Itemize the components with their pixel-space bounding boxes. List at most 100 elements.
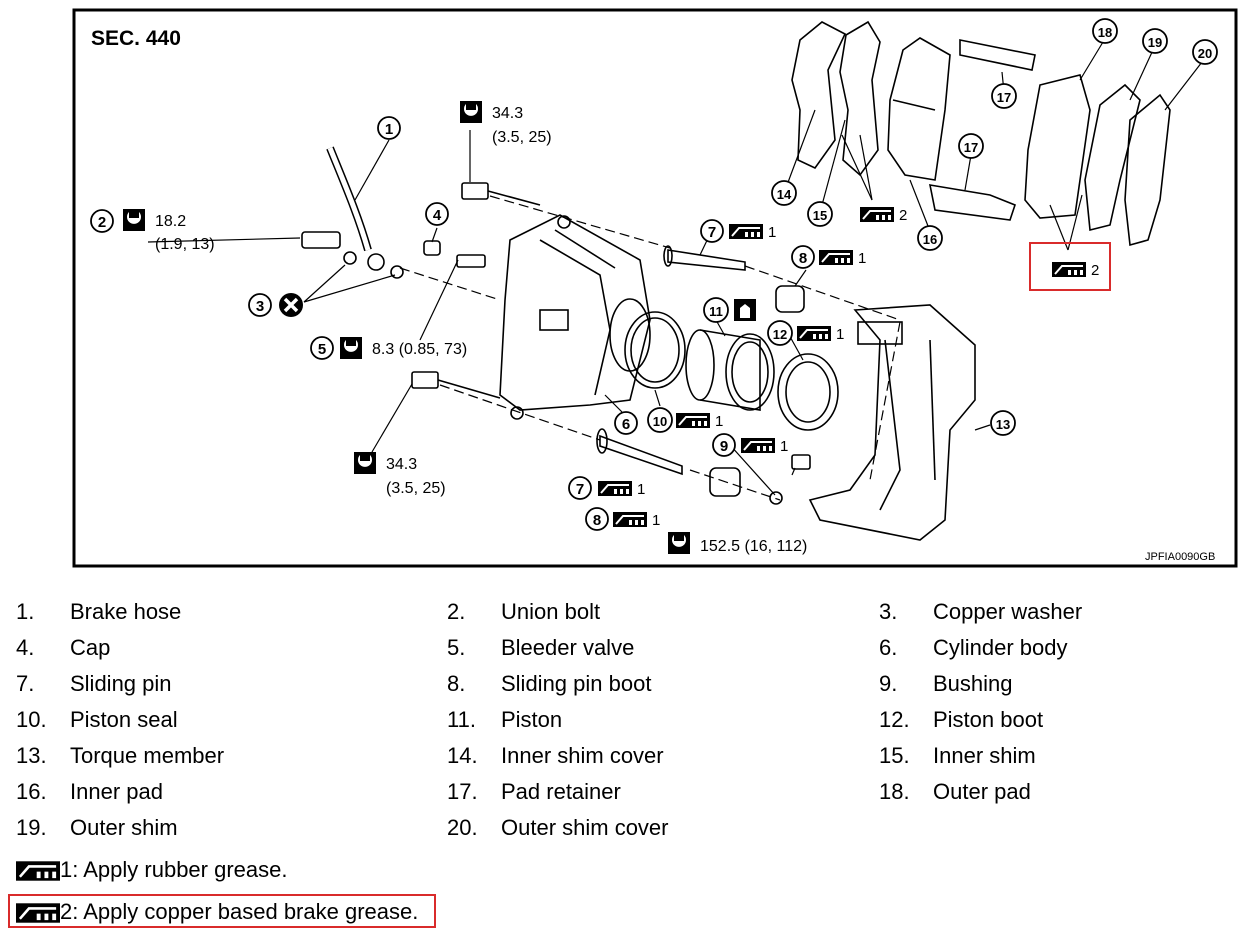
torque-spec-union-bolt: 18.2 (1.9, 13) bbox=[123, 209, 215, 253]
svg-text:8: 8 bbox=[593, 512, 601, 529]
callout-15: 15 bbox=[807, 201, 833, 227]
callout-14: 14 bbox=[771, 180, 797, 206]
callout-20: 20 bbox=[1192, 39, 1218, 65]
svg-text:34.3: 34.3 bbox=[386, 456, 417, 473]
callout-9: 9 bbox=[712, 433, 736, 457]
svg-text:16: 16 bbox=[923, 232, 937, 247]
svg-text:13: 13 bbox=[996, 417, 1010, 432]
torque-spec-lower: 34.3 (3.5, 25) bbox=[354, 452, 446, 497]
svg-text:20: 20 bbox=[1198, 46, 1212, 61]
svg-text:1: 1 bbox=[637, 481, 645, 498]
callout-2: 2 bbox=[90, 209, 114, 233]
callout-17-top: 17 bbox=[991, 83, 1017, 109]
assembly-lines bbox=[399, 195, 901, 501]
grease-marker-9: 1 bbox=[740, 437, 788, 455]
callout-11: 11 bbox=[703, 297, 729, 323]
callout-6: 6 bbox=[614, 411, 638, 435]
section-title: SEC. 440 bbox=[91, 27, 181, 50]
grease-markers: 1 1 1 1 1 1 1 2 2 bbox=[597, 206, 1099, 529]
oil-can-icon bbox=[734, 299, 756, 321]
callout-3: 3 bbox=[248, 293, 272, 317]
svg-text:(1.9, 13): (1.9, 13) bbox=[155, 236, 215, 253]
svg-text:4: 4 bbox=[433, 207, 442, 224]
callout-4: 4 bbox=[425, 202, 449, 226]
wrench-icon bbox=[354, 452, 376, 474]
wrench-icon bbox=[460, 101, 482, 123]
callout-12: 12 bbox=[767, 320, 793, 346]
parts-legend: 1.Brake hose 2.Union bolt 3.Copper washe… bbox=[16, 599, 1083, 840]
grease-marker-7-bottom: 1 bbox=[597, 480, 645, 498]
svg-text:2: 2 bbox=[98, 214, 106, 231]
grease-marker-8-bottom: 1 bbox=[612, 511, 660, 529]
grease-marker-8-top: 1 bbox=[818, 249, 866, 267]
highlight-box bbox=[8, 894, 436, 928]
callout-1: 1 bbox=[377, 116, 401, 140]
wrench-icon bbox=[340, 337, 362, 359]
svg-text:34.3: 34.3 bbox=[492, 105, 523, 122]
svg-text:17: 17 bbox=[964, 140, 978, 155]
svg-text:1: 1 bbox=[836, 326, 844, 343]
diagram-frame bbox=[72, 8, 1238, 568]
svg-text:10: 10 bbox=[653, 414, 667, 429]
svg-text:7: 7 bbox=[708, 224, 716, 241]
callout-7-bottom: 7 bbox=[568, 476, 592, 500]
grease-note-1: 1: Apply rubber grease. bbox=[16, 853, 287, 887]
callout-18: 18 bbox=[1092, 18, 1118, 44]
grease-marker-inner-shim: 2 bbox=[859, 206, 907, 224]
svg-text:19: 19 bbox=[1148, 35, 1162, 50]
svg-text:11: 11 bbox=[709, 304, 723, 319]
grease-marker-outer-shim: 2 bbox=[1051, 261, 1099, 279]
svg-text:17: 17 bbox=[997, 90, 1011, 105]
svg-text:8.3 (0.85, 73): 8.3 (0.85, 73) bbox=[372, 341, 467, 358]
svg-text:18.2: 18.2 bbox=[155, 213, 186, 230]
svg-text:7: 7 bbox=[576, 481, 584, 498]
svg-text:1: 1 bbox=[652, 512, 660, 529]
callout-17-middle: 17 bbox=[958, 133, 984, 159]
svg-text:8: 8 bbox=[799, 250, 807, 267]
callout-16: 16 bbox=[917, 225, 943, 251]
svg-text:1: 1 bbox=[385, 121, 393, 138]
callout-13: 13 bbox=[990, 410, 1016, 436]
svg-text:6: 6 bbox=[622, 416, 630, 433]
callout-5: 5 bbox=[310, 336, 334, 360]
torque-spec-top: 34.3 (3.5, 25) bbox=[460, 101, 552, 146]
highlight-box bbox=[1029, 242, 1111, 291]
grease-marker-12: 1 bbox=[796, 325, 844, 343]
svg-text:2: 2 bbox=[1091, 262, 1099, 279]
callout-19: 19 bbox=[1142, 28, 1168, 54]
callout-8-bottom: 8 bbox=[585, 507, 609, 531]
wrench-icon bbox=[123, 209, 145, 231]
callout-10: 10 bbox=[647, 407, 673, 433]
do-not-reuse-icon bbox=[277, 291, 305, 319]
svg-text:1: 1 bbox=[768, 224, 776, 241]
wrench-icon bbox=[668, 532, 690, 554]
figure-code: JPFIA0090GB bbox=[1145, 551, 1215, 563]
svg-text:15: 15 bbox=[813, 208, 827, 223]
part-drawings bbox=[301, 20, 1171, 541]
svg-text:14: 14 bbox=[777, 187, 792, 202]
part-callouts: 1 2 3 4 5 6 7 7 8 8 9 10 11 12 13 14 15 … bbox=[90, 18, 1218, 531]
callout-7-top: 7 bbox=[700, 219, 724, 243]
svg-text:(3.5, 25): (3.5, 25) bbox=[492, 129, 552, 146]
torque-specs: 34.3 (3.5, 25) 18.2 (1.9, 13) 8.3 (0.85,… bbox=[123, 101, 807, 555]
grease-icon bbox=[16, 861, 60, 882]
grease-icon bbox=[16, 903, 60, 924]
svg-text:12: 12 bbox=[773, 327, 787, 342]
svg-text:152.5 (16, 112): 152.5 (16, 112) bbox=[700, 538, 807, 555]
torque-spec-bleeder: 8.3 (0.85, 73) bbox=[340, 337, 467, 359]
svg-text:5: 5 bbox=[318, 341, 326, 358]
svg-text:2: 2 bbox=[899, 207, 907, 224]
grease-note-2: 2: Apply copper based brake grease. bbox=[16, 895, 418, 929]
svg-text:9: 9 bbox=[720, 438, 728, 455]
leader-lines bbox=[147, 41, 1203, 496]
svg-text:1: 1 bbox=[858, 250, 866, 267]
svg-text:(3.5, 25): (3.5, 25) bbox=[386, 480, 446, 497]
grease-marker-10: 1 bbox=[675, 412, 723, 430]
torque-spec-bottom: 152.5 (16, 112) bbox=[668, 532, 807, 555]
grease-marker-7-top: 1 bbox=[728, 223, 776, 241]
svg-text:1: 1 bbox=[780, 438, 788, 455]
exploded-brake-caliper-diagram: SEC. 440 JPFIA0090GB bbox=[72, 8, 1238, 568]
callout-8-top: 8 bbox=[791, 245, 815, 269]
svg-text:3: 3 bbox=[256, 298, 264, 315]
svg-text:1: 1 bbox=[715, 413, 723, 430]
